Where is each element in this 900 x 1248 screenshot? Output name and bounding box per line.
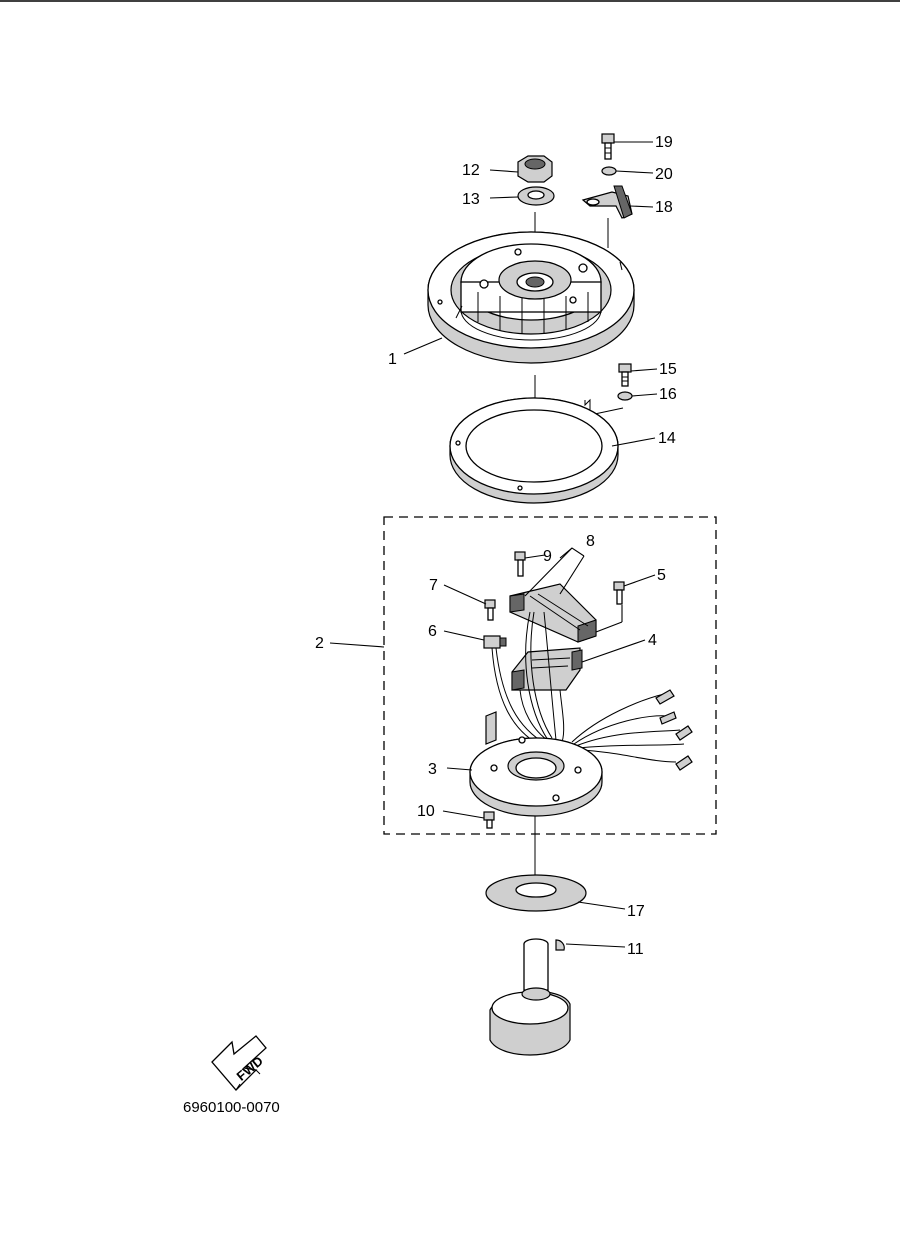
screw-part-10 [483, 811, 495, 829]
screw-part-9 [514, 551, 526, 577]
ring-part-14 [449, 397, 619, 504]
bracket-part-18 [581, 185, 633, 219]
callout-8: 8 [586, 533, 595, 550]
base-plate-part-3 [469, 711, 603, 817]
screw-part-7 [484, 599, 496, 621]
callout-15: 15 [659, 361, 677, 378]
callout-leaders [329, 141, 658, 948]
callout-18: 18 [655, 199, 673, 216]
bolt-part-15 [618, 363, 632, 387]
callout-14: 14 [658, 430, 676, 447]
callout-20: 20 [655, 166, 673, 183]
pulser-coil-part-4 [511, 647, 583, 691]
bolt-part-19 [601, 133, 615, 160]
callout-4: 4 [648, 632, 657, 649]
callout-2: 2 [315, 635, 324, 652]
callout-19: 19 [655, 134, 673, 151]
callout-11: 11 [627, 941, 644, 958]
clamp-part-6 [483, 635, 507, 649]
drawing-number: 6960100-0070 [183, 1099, 280, 1116]
callout-9: 9 [543, 548, 552, 565]
callout-6: 6 [428, 623, 437, 640]
screw-part-5 [613, 581, 625, 605]
callout-1: 1 [388, 351, 397, 368]
coil-wire-harness [491, 611, 693, 771]
callout-5: 5 [657, 567, 666, 584]
crankshaft [489, 938, 571, 1056]
washer-part-13 [517, 186, 555, 206]
callout-3: 3 [428, 761, 437, 778]
woodruff-key-part-11 [555, 939, 565, 951]
flywheel-part-1 [427, 231, 635, 364]
callout-labels: 1 2 3 4 5 6 7 8 9 10 11 12 13 14 15 16 1… [315, 134, 677, 958]
fwd-arrow: FWD [211, 1035, 267, 1091]
callout-16: 16 [659, 386, 677, 403]
callout-17: 17 [627, 903, 645, 920]
charge-coil-part-8 [509, 583, 597, 643]
callout-13: 13 [462, 191, 480, 208]
washer-part-16 [617, 391, 633, 401]
callout-10: 10 [417, 803, 435, 820]
group-boundary-part-2 [383, 516, 717, 835]
nut-part-12 [517, 155, 553, 183]
callout-7: 7 [429, 577, 438, 594]
washer-part-20 [601, 166, 617, 176]
callout-12: 12 [462, 162, 480, 179]
washer-plate-part-17 [485, 874, 587, 912]
